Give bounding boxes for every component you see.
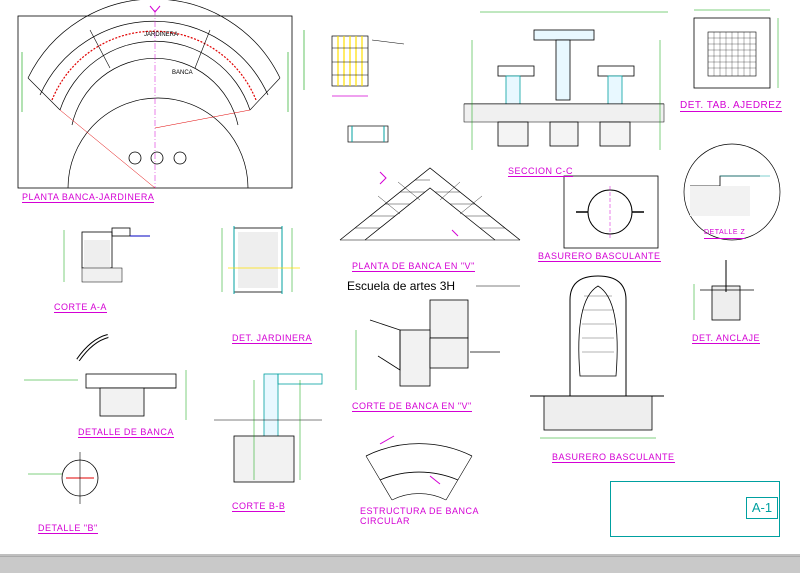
corte-aa-view: [63, 227, 150, 283]
title-block: [610, 481, 780, 537]
basurero-top-view: [563, 175, 659, 249]
title-detalle-z: DETALLE Z: [704, 228, 746, 239]
viewer-status-strip: [0, 556, 800, 573]
title-estructura: ESTRUCTURA DE BANCA CIRCULAR: [360, 506, 479, 526]
title-corte-aa: CORTE A-A: [54, 302, 107, 313]
title-detalle-b: DETALLE "B": [38, 523, 98, 534]
title-corte-banca-v: CORTE DE BANCA EN "V": [352, 401, 472, 412]
detalle-b-view: [28, 452, 99, 504]
title-basurero-bottom: BASURERO BASCULANTE: [552, 452, 675, 463]
planta-banca-v-view: [339, 167, 521, 241]
seccion-cc-view: [463, 11, 668, 150]
label-banca: BANCA: [172, 70, 193, 76]
cad-drawing: [0, 0, 800, 556]
corte-bb-view: [214, 373, 323, 483]
label-jardinera: JARDINERA: [144, 32, 179, 38]
title-planta-banca: PLANTA BANCA-JARDINERA: [22, 192, 155, 203]
det-anclaje-view: [693, 260, 754, 321]
title-det-anclaje: DET. ANCLAJE: [692, 333, 761, 344]
title-corte-bb: CORTE B-B: [232, 501, 286, 512]
title-det-tab-ajedrez: DET. TAB. AJEDREZ: [680, 100, 783, 112]
det-jardinera-view: [221, 226, 300, 294]
estructura-circular-view: [365, 435, 473, 501]
detalle-z-view: [683, 143, 781, 241]
title-planta-v: PLANTA DE BANCA EN "V": [352, 261, 475, 272]
title-seccion-cc: SECCION C-C: [508, 166, 574, 177]
drawing-sheet: [0, 0, 800, 556]
title-detalle-banca: DETALLE DE BANCA: [78, 427, 174, 438]
sheet-number: A-1: [746, 497, 778, 519]
planta-banca-jardinera-view: [17, 0, 293, 189]
corte-banca-v-view: [355, 285, 520, 390]
tablero-ajedrez-view: [693, 9, 779, 89]
detalle-tipico-view: [303, 30, 405, 143]
title-basurero-top: BASURERO BASCULANTE: [538, 251, 661, 262]
basurero-bottom-view: [530, 275, 664, 439]
detalle-banca-view: [24, 334, 187, 420]
watermark-text: Escuela de artes 3H: [347, 279, 456, 293]
title-det-jardinera: DET. JARDINERA: [232, 333, 313, 344]
